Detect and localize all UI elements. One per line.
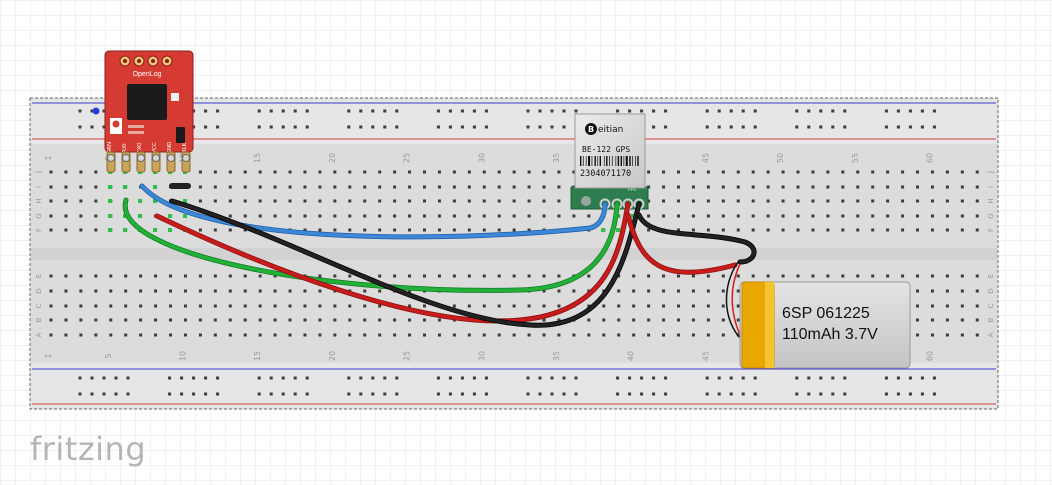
- openlog-top-header: [119, 55, 173, 67]
- fritzing-logo: fritzing: [30, 430, 147, 468]
- openlog-chip: [127, 84, 167, 120]
- black-wire: [170, 199, 641, 327]
- gps-pcb-label: PPS: [628, 187, 636, 193]
- row-letter-label: B: [35, 317, 43, 322]
- jumper-wire: [169, 183, 191, 189]
- battery-black-lead: [725, 261, 743, 341]
- column-number-label: 45: [701, 153, 710, 163]
- openlog-board: OpenLog GRN RXI TXO VCC GND BLK: [104, 50, 194, 173]
- column-number-label: 60: [925, 153, 934, 163]
- gps-serial: 2304071170: [580, 169, 631, 179]
- lipo-battery: 6SP 061225 110mAh 3.7V: [725, 261, 911, 369]
- row-letter-label: H: [987, 198, 995, 203]
- svg-text:B: B: [588, 125, 594, 134]
- red-wire-to-battery: [626, 213, 737, 274]
- row-letter-label: G: [35, 213, 43, 218]
- column-number-label: 60: [925, 351, 934, 361]
- gps-antenna: [581, 196, 591, 206]
- openlog-pin-label: RXI: [122, 143, 128, 153]
- column-number-label: 35: [552, 351, 561, 361]
- openlog-pin-label: GND: [167, 142, 173, 155]
- row-letter-label: I: [987, 186, 995, 188]
- row-letter-label: J: [35, 171, 43, 174]
- gps-model: BE-122 GPS: [582, 145, 630, 154]
- black-wire-to-battery: [637, 213, 756, 264]
- column-number-label: 10: [178, 351, 187, 361]
- column-number-label: 1: [44, 353, 53, 358]
- openlog-pin-label: VCC: [152, 142, 158, 154]
- row-letter-label: D: [35, 288, 43, 293]
- row-letter-label: J: [987, 171, 995, 174]
- openlog-led: [171, 93, 179, 101]
- battery-label-line1: 6SP 061225: [782, 305, 870, 322]
- row-letter-label: E: [987, 274, 995, 278]
- row-letter-label: C: [35, 303, 43, 308]
- row-letter-label: C: [987, 303, 995, 308]
- row-letter-label: H: [35, 198, 43, 203]
- gps-brand: eitian: [598, 125, 623, 135]
- row-letter-label: G: [987, 213, 995, 218]
- column-number-label: 20: [328, 153, 337, 163]
- row-letter-label: D: [987, 288, 995, 293]
- openlog-name: OpenLog: [133, 71, 162, 78]
- column-number-label: 55: [851, 153, 860, 163]
- openlog-pin-labels: GRN RXI TXO VCC GND BLK: [107, 142, 188, 155]
- blue-wire: [140, 184, 607, 239]
- openlog-pin-label: TXO: [137, 142, 143, 155]
- row-letter-label: A: [987, 332, 995, 337]
- column-number-label: 5: [104, 353, 113, 358]
- openlog-switch: [176, 127, 185, 143]
- gps-barcode: [580, 156, 639, 166]
- row-letter-label: F: [987, 228, 995, 232]
- column-number-label: 35: [552, 153, 561, 163]
- battery-cell: [739, 281, 911, 369]
- openlog-pin-label: BLK: [182, 142, 188, 153]
- column-number-label: 40: [627, 351, 636, 361]
- column-number-label: 1: [44, 155, 53, 160]
- battery-label-line2: 110mAh 3.7V: [782, 326, 878, 343]
- green-wire: [123, 198, 619, 293]
- row-letter-label: A: [35, 332, 43, 337]
- openlog-pin-label: GRN: [107, 142, 113, 154]
- column-number-label: 25: [403, 351, 412, 361]
- row-letter-label: B: [987, 317, 995, 322]
- column-number-label: 45: [701, 351, 710, 361]
- row-letter-label: F: [35, 228, 43, 232]
- wires: [122, 183, 757, 328]
- column-number-label: 20: [328, 351, 337, 361]
- row-letter-label: E: [35, 274, 43, 278]
- row-letters: J J I I H H G G F F E E D D C C B B A A: [35, 171, 995, 337]
- column-number-label: 30: [477, 351, 486, 361]
- openlog-pins: [106, 151, 191, 173]
- gps-brand-logo-icon: [585, 123, 597, 135]
- column-number-label: 30: [477, 153, 486, 163]
- column-number-label: 15: [253, 153, 262, 163]
- column-number-label: 15: [253, 351, 262, 361]
- column-number-label: 25: [403, 153, 412, 163]
- column-number-label: 50: [776, 153, 785, 163]
- gps-module: PPS B eitian BE-122 GPS 2304071170: [570, 113, 649, 210]
- row-letter-label: I: [35, 186, 43, 188]
